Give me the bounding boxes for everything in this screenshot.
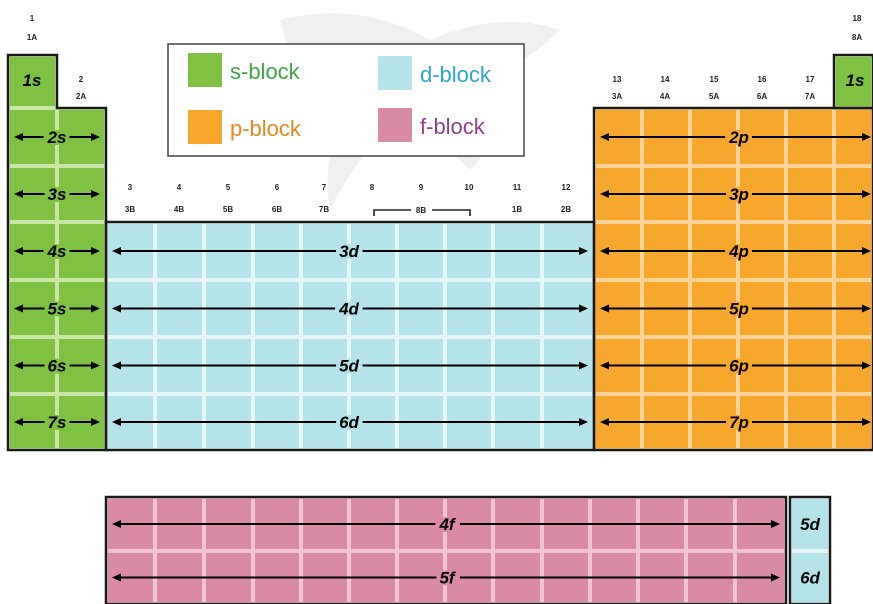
- group-9-number: 9: [419, 183, 424, 192]
- group-2-name: 2A: [76, 92, 86, 101]
- orbital-label: 3d: [339, 242, 359, 261]
- group-7-name: 7B: [319, 205, 329, 214]
- orbital-label: 5s: [48, 300, 67, 319]
- legend-d-swatch: [378, 56, 412, 90]
- legend-s-swatch: [188, 53, 222, 87]
- group-3-number: 3: [128, 183, 133, 192]
- orbital-label: 5d: [339, 357, 359, 376]
- orbital-label: 2p: [728, 128, 749, 147]
- group-15-number: 15: [710, 75, 719, 84]
- orbital-label: 6s: [48, 357, 67, 376]
- group-2-number: 2: [79, 75, 84, 84]
- orbital-label: 4s: [47, 242, 67, 261]
- orbital-label: 6d: [339, 413, 359, 432]
- legend-p-label: p-block: [230, 116, 302, 141]
- orbital-label: 4f: [438, 515, 456, 534]
- orbital-label: 5f: [439, 569, 456, 588]
- group-14-name: 4A: [660, 92, 670, 101]
- group-1-number: 1: [30, 14, 35, 23]
- group-8-number: 8: [370, 183, 375, 192]
- orbital-label: 7s: [48, 413, 67, 432]
- legend-d-label: d-block: [420, 62, 492, 87]
- group-4-number: 4: [177, 183, 182, 192]
- group-18-number: 18: [853, 14, 862, 23]
- group-11-name: 1B: [512, 205, 522, 214]
- orbital-label: 3p: [729, 185, 749, 204]
- group-14-number: 14: [661, 75, 670, 84]
- group-5-name: 5B: [223, 205, 233, 214]
- group-10-number: 10: [465, 183, 474, 192]
- group-17-name: 7A: [805, 92, 815, 101]
- group-16-number: 16: [758, 75, 767, 84]
- orbital-label: 6p: [729, 357, 749, 376]
- group-3-name: 3B: [125, 205, 135, 214]
- orbital-label: 5p: [729, 300, 749, 319]
- legend-f-label: f-block: [420, 114, 486, 139]
- group-9-name: 8B: [416, 206, 426, 215]
- group-13-name: 3A: [612, 92, 622, 101]
- group-13-number: 13: [613, 75, 622, 84]
- legend-s-label: s-block: [230, 59, 301, 84]
- orbital-label: 2s: [47, 128, 67, 147]
- legend-p-swatch: [188, 110, 222, 144]
- orbital-label: 7p: [729, 413, 749, 432]
- group-1-name: 1A: [27, 33, 37, 42]
- group-8b-bracket: 8B: [374, 206, 470, 216]
- group-7-number: 7: [322, 183, 327, 192]
- he-1s-label: 1s: [846, 71, 865, 90]
- group-5-number: 5: [226, 183, 231, 192]
- orbital-label: 3s: [48, 185, 67, 204]
- legend: s-block d-block p-block f-block: [168, 44, 524, 156]
- group-11-number: 11: [513, 183, 522, 192]
- group-4-name: 4B: [174, 205, 184, 214]
- group-6-number: 6: [275, 183, 280, 192]
- group-17-number: 17: [806, 75, 815, 84]
- legend-f-swatch: [378, 108, 412, 142]
- side-d-label: 5d: [800, 515, 820, 534]
- group-6-name: 6B: [272, 205, 282, 214]
- group-12-name: 2B: [561, 205, 571, 214]
- h-1s-label: 1s: [23, 71, 42, 90]
- group-12-number: 12: [562, 183, 571, 192]
- group-15-name: 5A: [709, 92, 719, 101]
- orbital-label: 4d: [338, 300, 359, 319]
- orbital-label: 4p: [728, 242, 749, 261]
- group-18-name: 8A: [852, 33, 862, 42]
- group-16-name: 6A: [757, 92, 767, 101]
- side-d-label: 6d: [800, 569, 820, 588]
